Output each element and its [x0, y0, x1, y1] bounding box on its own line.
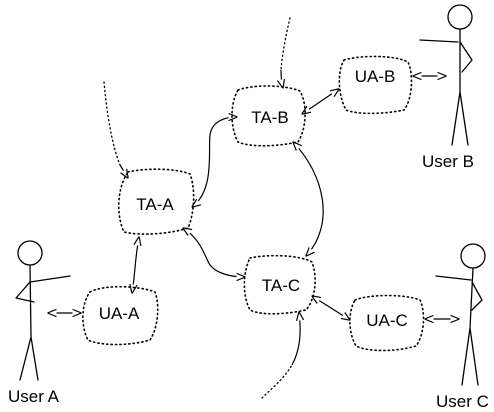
node-label-ta-c: TA-C: [262, 276, 300, 295]
node-label-ua-b: UA-B: [355, 67, 396, 86]
user-c-figure: [435, 243, 486, 386]
incoming-line-ta-a: [103, 81, 121, 166]
node-label-ua-c: UA-C: [366, 311, 408, 330]
node-label-ta-a: TA-A: [136, 195, 174, 214]
arrow-ta-a-ta-b: [192, 117, 237, 207]
node-ua-c: UA-C: [349, 294, 425, 352]
user-a-figure: [15, 240, 71, 381]
incoming-arrow-ta-c: [291, 312, 300, 366]
arrow-ta-a-ua-a: [132, 237, 139, 293]
user-b-label: User B: [422, 152, 474, 171]
incoming-line-ta-b: [280, 17, 291, 71]
incoming-line-ta-c: [261, 364, 293, 399]
node-ta-c: TA-C: [243, 254, 316, 315]
node-ua-b: UA-B: [338, 55, 413, 115]
arrow-ta-b-ta-c: [293, 142, 324, 256]
user-c-label: User C: [436, 392, 489, 411]
arrow-ta-a-ta-c: [183, 228, 245, 277]
arrow-ta-b-ua-b: [302, 89, 339, 114]
node-ua-a: UA-A: [82, 285, 159, 346]
node-label-ta-b: TA-B: [251, 108, 288, 127]
node-ta-a: TA-A: [117, 168, 195, 235]
user-a-label: User A: [8, 387, 60, 406]
node-ta-b: TA-B: [231, 85, 306, 147]
arrow-ta-c-ua-c: [312, 296, 350, 320]
incoming-arrow-ta-a: [119, 164, 128, 178]
incoming-arrow-ta-b: [281, 69, 283, 88]
user-b-figure: [419, 4, 473, 146]
node-label-ua-a: UA-A: [99, 304, 140, 323]
